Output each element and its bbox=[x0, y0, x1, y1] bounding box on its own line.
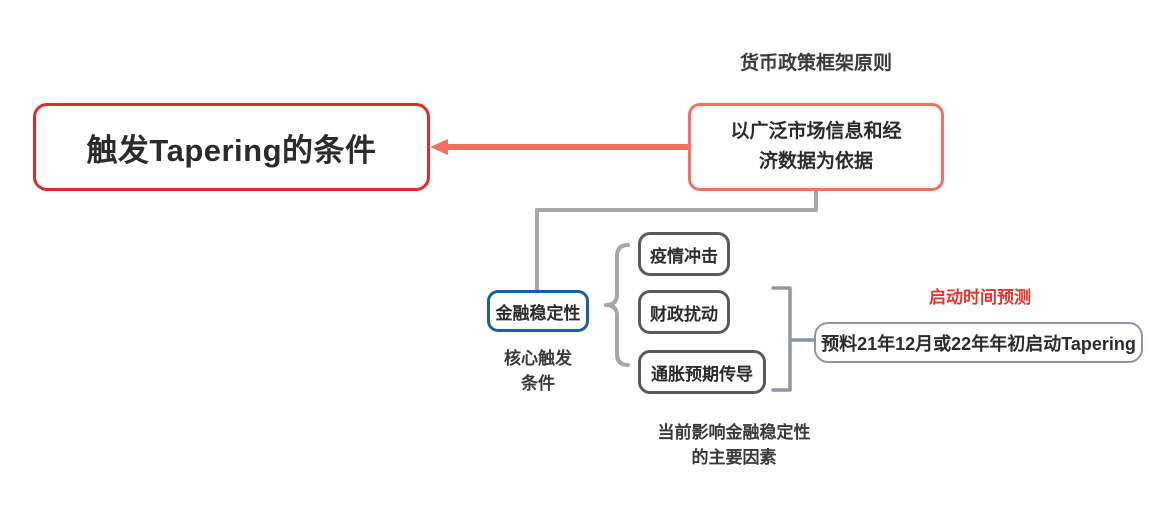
factor-node-2[interactable]: 财政扰动 bbox=[638, 290, 730, 334]
factor-node-2-label: 财政扰动 bbox=[650, 304, 718, 324]
framework-caption: 货币政策框架原则 bbox=[739, 53, 892, 74]
factors-caption: 当前影响金融稳定性 的主要因素 bbox=[657, 423, 811, 467]
factor-node-3[interactable]: 通胀预期传导 bbox=[638, 350, 766, 394]
framework-node-label: 以广泛市场信息和经 济数据为依据 bbox=[730, 117, 901, 177]
brace-core-to-factors-icon bbox=[604, 243, 630, 367]
root-node[interactable]: 触发Tapering的条件 bbox=[33, 103, 430, 191]
root-node-label: 触发Tapering的条件 bbox=[86, 132, 377, 168]
prediction-caption: 启动时间预测 bbox=[929, 288, 1031, 307]
framework-node-line1: 以广泛市场信息和经 bbox=[730, 121, 902, 142]
factor-node-1[interactable]: 疫情冲击 bbox=[638, 232, 730, 276]
framework-node-line2: 济数据为依据 bbox=[758, 151, 873, 172]
bracket-factors-to-prediction-icon bbox=[771, 286, 792, 392]
prediction-node[interactable]: 预料21年12月或22年年初启动Tapering bbox=[814, 322, 1143, 363]
core-caption: 核心触发 条件 bbox=[504, 349, 572, 393]
core-node-label: 金融稳定性 bbox=[495, 303, 581, 323]
factor-node-1-label: 疫情冲击 bbox=[650, 246, 718, 266]
factor-node-3-label: 通胀预期传导 bbox=[651, 364, 753, 384]
prediction-node-label: 预料21年12月或22年年初启动Tapering bbox=[821, 333, 1136, 354]
framework-node[interactable]: 以广泛市场信息和经 济数据为依据 bbox=[688, 103, 944, 191]
arrowhead-to-root-icon bbox=[430, 139, 448, 155]
core-node[interactable]: 金融稳定性 bbox=[487, 290, 589, 332]
